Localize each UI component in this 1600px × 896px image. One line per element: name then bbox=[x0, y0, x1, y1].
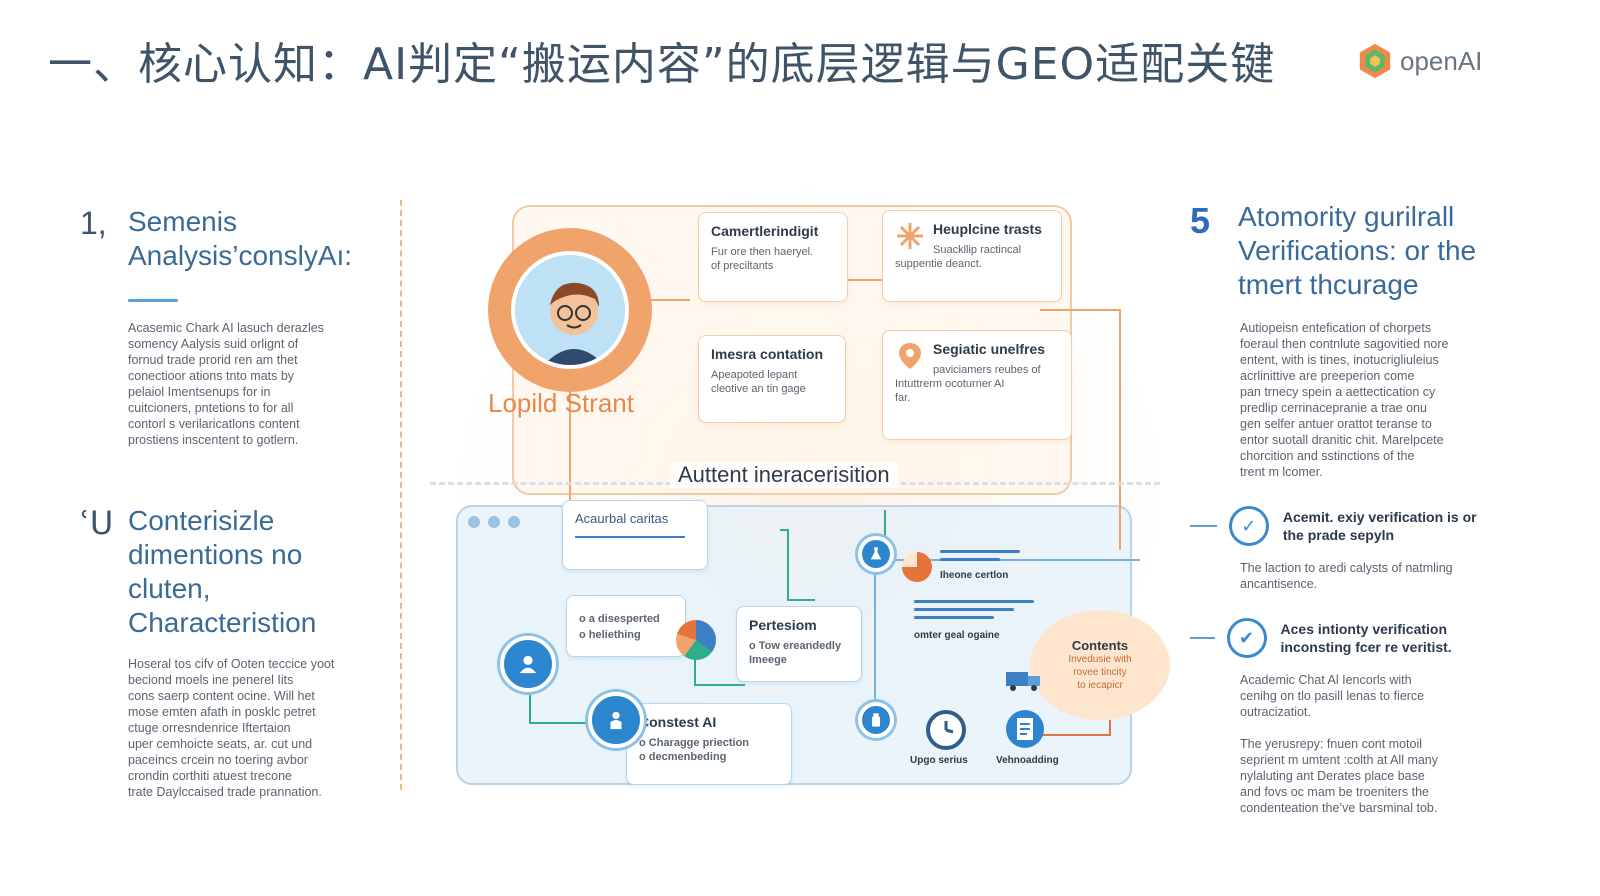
card-title: Acaurbal caritas bbox=[575, 511, 669, 526]
avatar-label: Lopild Strant bbox=[488, 388, 634, 418]
section-5-number: 5 bbox=[1190, 200, 1211, 241]
section-2-title: Conterisizle dimentions no cluten, Chara… bbox=[128, 505, 317, 638]
page-title: 一、核心认知：AI判定“搬运内容”的底层逻辑与GEO适配关键 bbox=[48, 39, 1276, 90]
orange-pie-icon bbox=[902, 552, 932, 582]
list-item: o Charagge priection bbox=[639, 737, 750, 749]
contents-bubble: Contents Invedusie with rovee tincity to… bbox=[1030, 610, 1170, 720]
flask-node-icon bbox=[858, 536, 894, 572]
list-item: o Tow ereandedly bbox=[749, 640, 842, 652]
caption-omter: omter geal ogaine bbox=[914, 630, 1000, 641]
center-label: Auttent ineracerisition bbox=[670, 462, 898, 488]
verification-1-body: The laction to aredi calysts of natmling… bbox=[1240, 561, 1453, 591]
section-2-number: ՙՍ bbox=[80, 505, 114, 541]
list-item: o a disesperted bbox=[579, 613, 660, 625]
truck-icon bbox=[1004, 668, 1044, 692]
section-1-title: Semenis Analysis’conslyAı: bbox=[128, 206, 353, 271]
card-acaurbal: Acaurbal caritas bbox=[562, 500, 708, 570]
document-icon bbox=[1006, 710, 1044, 748]
card-imesra: Imesra contation Apeapoted lepant cleoti… bbox=[698, 335, 846, 423]
bars-middle bbox=[914, 600, 1044, 624]
logo-text: openAI bbox=[1400, 45, 1483, 76]
card-title: Heuplcine trasts bbox=[933, 221, 1042, 237]
verification-item-1: ✓ Acemit. exiy verification is or the pr… bbox=[1190, 506, 1490, 546]
card-body: paviciamers reubes of Intuttrerm ocoturn… bbox=[895, 364, 1041, 404]
list-item: o heliething bbox=[579, 629, 641, 641]
progress-line bbox=[575, 536, 685, 538]
accent-bar bbox=[128, 299, 178, 302]
location-pin-icon bbox=[895, 341, 925, 371]
left-column: 1, Semenis Analysis’conslyAı: Acasemic C… bbox=[80, 205, 380, 800]
section-1-number: 1, bbox=[80, 205, 107, 241]
window-dots bbox=[468, 516, 520, 528]
bubble-title: Contents bbox=[1071, 638, 1129, 653]
verification-item-2: ✔ Aces intionty verification inconsting … bbox=[1190, 618, 1490, 658]
person-avatar-icon bbox=[511, 251, 629, 369]
card-title: Segiatic unelfres bbox=[933, 341, 1046, 357]
column-divider bbox=[400, 200, 402, 790]
section-2: ՙՍ Conterisizle dimentions no cluten, Ch… bbox=[80, 504, 380, 800]
hexagon-logo-icon bbox=[1359, 43, 1391, 79]
card-title: Camertlerindigit bbox=[711, 223, 819, 239]
section-2-body: Hoseral tos cifv of Ooten teccice yoot b… bbox=[128, 657, 335, 799]
section-5-title: Atomority gurilrall Verifications: or th… bbox=[1238, 201, 1477, 300]
bubble-body: Invedusie with rovee tincity to iecapicr bbox=[1068, 654, 1132, 691]
list-item: o decmenbeding bbox=[639, 751, 727, 763]
verification-2-label: Aces intionty verification inconsting fc… bbox=[1280, 621, 1452, 655]
sun-icon bbox=[895, 221, 925, 251]
caption-vehno: Vehnoadding bbox=[996, 755, 1059, 766]
card-disperted: o a disesperted o heliething bbox=[566, 595, 686, 657]
pie-chart-icon bbox=[676, 620, 716, 660]
person-node-icon bbox=[588, 692, 644, 748]
section-1-body: Acasemic Chark AI lasuch derazles somenc… bbox=[128, 321, 324, 447]
center-diagram: Lopild Strant Camertlerindigit Fur ore t… bbox=[420, 170, 1180, 810]
caption-theone: Iheone certlon bbox=[940, 570, 1009, 581]
section-1-heading: 1, Semenis Analysis’conslyAı: bbox=[80, 205, 380, 273]
avatar bbox=[488, 228, 652, 392]
connector-dash bbox=[1190, 525, 1217, 527]
caption-upgo: Upgo serius bbox=[910, 755, 968, 766]
bars-top bbox=[940, 550, 1020, 566]
verification-1-label: Acemit. exiy verification is or the prad… bbox=[1282, 509, 1477, 543]
card-segiatic: Segiatic unelfres paviciamers reubes of … bbox=[882, 330, 1072, 440]
section-5-body: Autiopeisn entefication of chorpets foer… bbox=[1240, 321, 1449, 479]
section-2-heading: ՙՍ Conterisizle dimentions no cluten, Ch… bbox=[80, 504, 380, 640]
verification-2-body: Academic Chat Al Iencorls with cenihg on… bbox=[1240, 673, 1439, 815]
card-pertesiom: Pertesiom o Tow ereandedly Imeege bbox=[736, 606, 862, 682]
badge-check-icon: ✔ bbox=[1226, 618, 1267, 658]
clock-icon bbox=[926, 710, 966, 750]
card-heuplcine: Heuplcine trasts Suackllip ractincal sup… bbox=[882, 210, 1062, 302]
section-5-heading: 5 Atomority gurilrall Verifications: or … bbox=[1190, 200, 1490, 302]
shield-check-icon: ✓ bbox=[1228, 506, 1269, 546]
right-column: 5 Atomority gurilrall Verifications: or … bbox=[1190, 200, 1490, 816]
card-constest: Constest AI o Charagge priection o decme… bbox=[626, 703, 792, 785]
card-body: Apeapoted lepant cleotive an tin gage bbox=[711, 369, 806, 395]
card-title: Pertesiom bbox=[749, 617, 817, 633]
bottle-node-icon bbox=[858, 702, 894, 738]
card-camertlerindigit: Camertlerindigit Fur ore then haeryel. o… bbox=[698, 212, 848, 302]
card-title: Constest AI bbox=[639, 714, 717, 730]
user-node-icon bbox=[500, 636, 556, 692]
card-title: Imesra contation bbox=[711, 346, 824, 362]
card-body: Suackllip ractincal suppentie deanct. bbox=[895, 244, 1022, 270]
connector-dash bbox=[1190, 637, 1215, 639]
card-body: Fur ore then haeryel. of preciltants bbox=[711, 246, 814, 272]
list-item: Imeege bbox=[749, 654, 787, 666]
brand-logo: openAI bbox=[1356, 42, 1482, 80]
